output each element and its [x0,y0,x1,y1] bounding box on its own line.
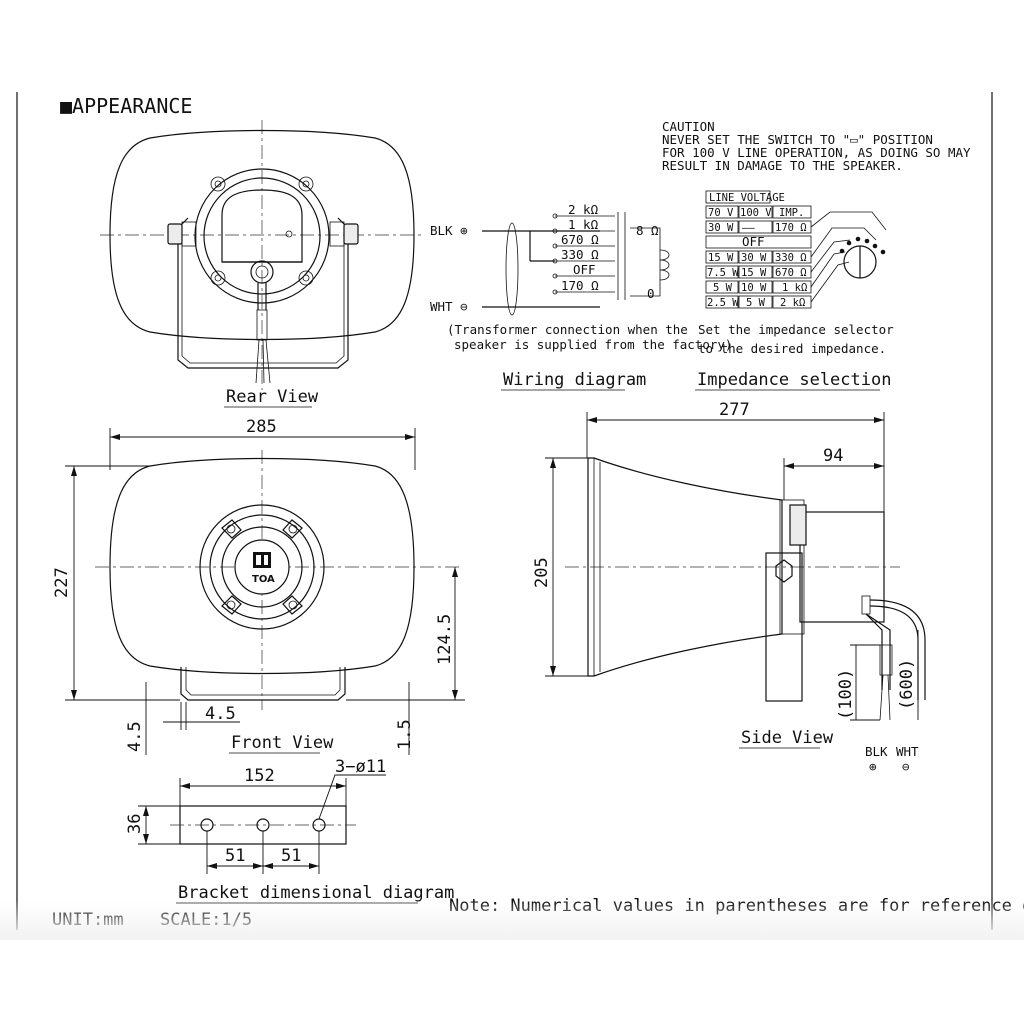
wiring-tap-off: OFF [573,262,596,277]
side-lead-minus: ⊖ [902,759,910,774]
footer-note: Note: Numerical values in parentheses ar… [449,896,1024,916]
imp-row6-a: 2.5 W [707,297,739,309]
dim-front-offset-right: 1.5 [395,719,415,750]
side-lead-plus: ⊕ [869,759,877,774]
imp-row0-a: 70 V [708,207,734,219]
wiring-diagram-label: Wiring diagram [503,370,646,390]
side-lead-blk: BLK [865,744,888,759]
impedance-selection-label: Impedance selection [697,370,891,390]
imp-row1-c: 170 Ω [775,222,807,234]
dim-front-height: 227 [52,567,72,598]
imp-row5-b: 10 W [741,282,767,294]
dim-cable-100: (100) [836,669,856,720]
dim-bracket-holes: 3−ø11 [335,757,386,777]
imp-row6-c: 2 kΩ [780,297,805,309]
imp-row5-a: 5 W [713,282,733,294]
toa-logo: TOA [252,552,275,585]
wiring-tap-2k: 2 kΩ [568,202,599,217]
dim-cable-600: (600) [897,659,917,710]
imp-row4-a: 7.5 W [707,267,739,279]
caution-line-1: CAUTION [662,119,715,134]
speaker-coil [659,249,670,281]
wiring-tap-170: 170 Ω [561,278,599,293]
rear-bracket [177,217,349,369]
imp-row3-c: 330 Ω [775,252,807,264]
dim-side-length: 277 [719,400,750,420]
dim-side-height: 205 [532,557,552,588]
imp-row0-c: IMP. [779,207,804,219]
rear-view-label: Rear View [226,387,319,407]
dim-front-width: 285 [246,417,277,437]
wiring-diagram: BLK ⊕ WHT ⊖ 2 kΩ 1 kΩ 670 Ω 330 Ω OFF 17… [430,202,732,391]
wiring-tap-330: 330 Ω [561,247,599,262]
wiring-note-line-1: (Transformer connection when the [447,322,688,337]
wiring-wht-terminal: WHT ⊖ [430,299,468,314]
caution-line-2: NEVER SET THE SWITCH TO "▭" POSITION [662,132,933,147]
caution-block: CAUTION NEVER SET THE SWITCH TO "▭" POSI… [662,119,971,173]
dim-side-rear: 94 [823,446,843,466]
dim-front-offset-bottom: 4.5 [205,704,236,724]
wiring-blk-terminal: BLK ⊕ [430,223,468,238]
dim-bracket-height: 36 [125,814,145,834]
imp-row3-a: 15 W [708,252,734,264]
wiring-secondary-label: 8 Ω [636,223,659,238]
front-view: TOA 285 227 124.5 4.5 4.5 1.5 Front View [52,417,465,755]
bracket-diagram-label: Bracket dimensional diagram [178,883,454,903]
wiring-tap-1k: 1 kΩ [568,217,599,232]
dim-bracket-width: 152 [244,766,275,786]
front-horn-outline [109,457,415,675]
caution-line-3: FOR 100 V LINE OPERATION, AS DOING SO MA… [662,145,971,160]
impedance-note-line-1: Set the impedance selector [698,322,894,337]
side-lead-wht: WHT [896,744,919,759]
footer-unit: UNIT:mm [52,910,124,930]
imp-row1-a: 30 W [708,222,734,234]
dim-front-offset-left: 4.5 [125,721,145,752]
impedance-rotary-selector [839,236,886,279]
caution-line-4: RESULT IN DAMAGE TO THE SPEAKER. [662,158,903,173]
wiring-taps: 2 kΩ 1 kΩ 670 Ω 330 Ω OFF 170 Ω [529,202,615,295]
section-title: ■APPEARANCE [60,94,192,118]
footer-scale: SCALE:1/5 [160,910,252,930]
imp-row1-b: —— [742,222,755,234]
wiring-zero-label: 0 [647,286,655,301]
wiring-note-line-2: speaker is supplied from the factory) [454,337,732,352]
wiring-tap-670: 670 Ω [561,232,599,247]
side-view: 277 94 205 (100) (600) Side View BLK WHT… [532,400,926,774]
bracket-diagram: 152 3−ø11 36 51 51 Bracket dimensional d… [125,757,454,904]
imp-row4-b: 15 W [741,267,767,279]
side-view-label: Side View [741,728,834,748]
impedance-note-line-2: to the desired impedance. [698,341,886,356]
rear-horn-outline [109,129,415,341]
toa-logo-text: TOA [252,574,275,585]
dim-front-center: 124.5 [435,614,455,665]
front-view-label: Front View [231,733,334,753]
imp-row3-b: 30 W [741,252,767,264]
imp-row6-b: 5 W [746,297,766,309]
imp-row0-b: 100 V [740,207,772,219]
dim-bracket-pitch-1: 51 [225,846,245,866]
imp-row2-off: OFF [742,234,765,249]
imp-row4-c: 670 Ω [775,267,807,279]
imp-row5-c: 1 kΩ [782,282,807,294]
impedance-selection: LINE VOLTAGE 70 V 100 V IMP. 30 W —— 170… [695,190,894,391]
impedance-header: LINE VOLTAGE [709,192,785,204]
rear-view: Rear View [100,120,425,408]
dim-bracket-pitch-2: 51 [281,846,301,866]
